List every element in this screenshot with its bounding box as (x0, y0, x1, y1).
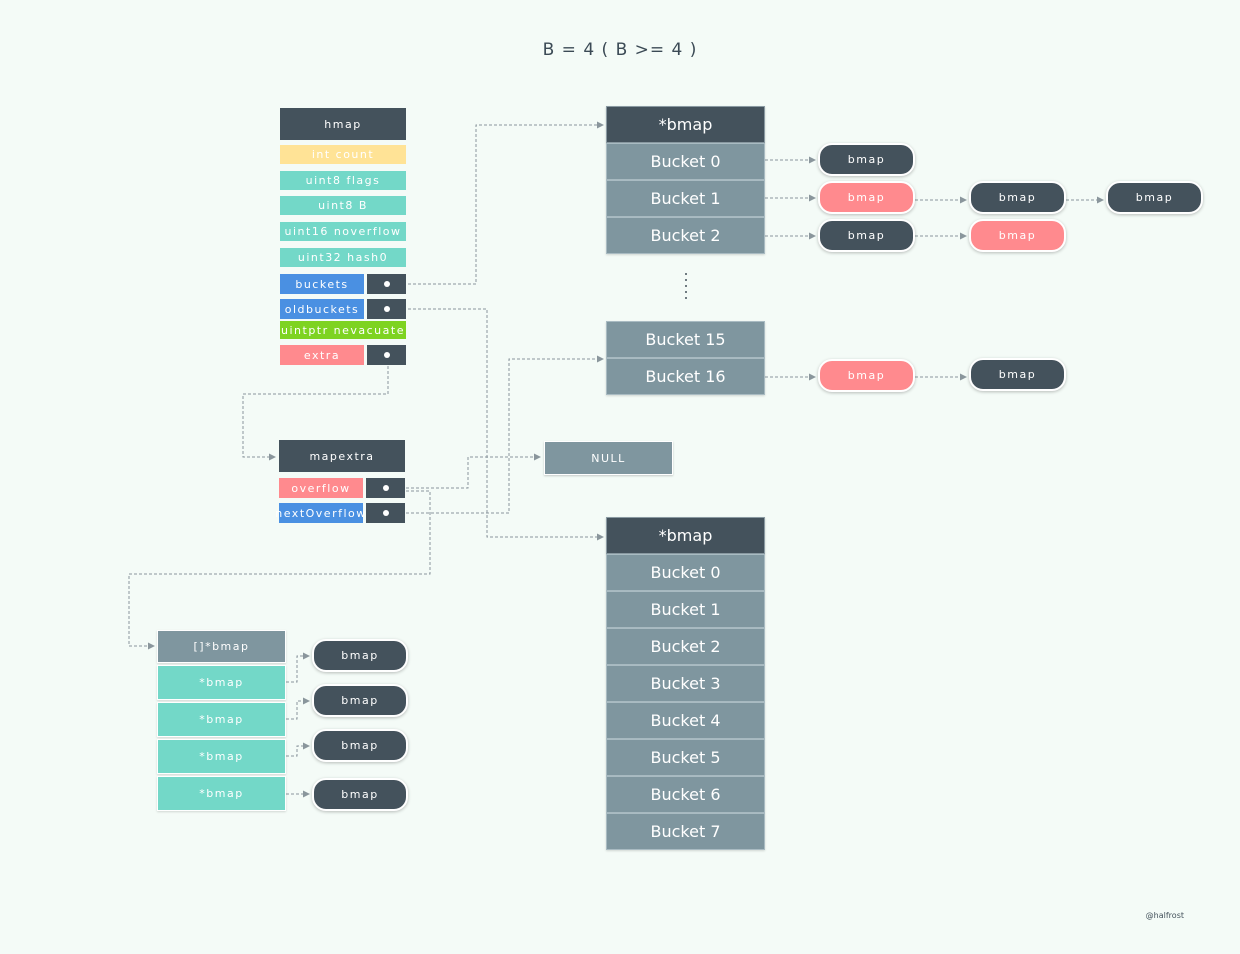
overflow-pointer (366, 478, 405, 498)
slice-arrow-1 (286, 652, 310, 683)
hmap-field-buckets: buckets (280, 274, 364, 294)
bmap-node: bmap (312, 729, 408, 762)
overflow-slice-arrow (128, 490, 431, 650)
hmap-field-flags: uint8 flags (280, 171, 406, 190)
slice-item: *bmap (157, 665, 286, 700)
hmap-field-oldbuckets: oldbuckets (280, 299, 364, 319)
extra-pointer (367, 345, 406, 365)
bucket-cell: Bucket 2 (606, 628, 765, 665)
oldbuckets-array-header: *bmap (606, 517, 765, 554)
bucket-cell: Bucket 0 (606, 143, 765, 180)
bmap-node: bmap (969, 219, 1066, 252)
bucket-cell: Bucket 1 (606, 180, 765, 217)
slice-item: *bmap (157, 776, 286, 811)
hmap-field-b: uint8 B (280, 196, 406, 215)
pointer-dot (383, 352, 390, 358)
extra-arrow (242, 356, 389, 461)
hmap-field-noverflow: uint16 noverflow (280, 222, 406, 241)
bmap-node: bmap (818, 219, 915, 252)
bmap-node: bmap (818, 181, 915, 214)
bucket-cell: Bucket 0 (606, 554, 765, 591)
bmap-node: bmap (1106, 181, 1203, 214)
bucket-cell: Bucket 15 (606, 321, 765, 358)
bucket-cell: Bucket 4 (606, 702, 765, 739)
bucket-cell: Bucket 1 (606, 591, 765, 628)
hmap-field-hash0: uint32 hash0 (280, 248, 406, 267)
mapextra-header: mapextra (279, 440, 405, 472)
bmap-node: bmap (312, 778, 408, 811)
hmap-field-nevacuate: uintptr nevacuate (280, 321, 406, 339)
bmap-node: bmap (818, 359, 915, 392)
bmap-node: bmap (969, 181, 1066, 214)
hmap-field-extra: extra (280, 345, 364, 365)
pointer-dot (383, 306, 390, 312)
nextoverflow-pointer (366, 503, 405, 523)
bmap-node: bmap (969, 358, 1066, 391)
mapextra-field-nextoverflow: nextOverflow (275, 503, 365, 523)
watermark: @halfrost (1145, 911, 1184, 920)
null-box: NULL (544, 441, 673, 475)
bucket-ellipsis (685, 273, 687, 299)
slice-item: *bmap (157, 702, 286, 737)
bucket-cell: Bucket 3 (606, 665, 765, 702)
slice-arrow-3 (286, 742, 310, 757)
oldbuckets-pointer (367, 299, 406, 319)
pointer-dot (382, 485, 389, 491)
slice-arrow-2 (286, 697, 310, 720)
nextoverflow-arrow (386, 355, 604, 514)
mapextra-field-overflow: overflow (279, 478, 363, 498)
diagram-title: B = 4 ( B >= 4 ) (542, 40, 698, 60)
bucket-cell: Bucket 16 (606, 358, 765, 395)
bucket-cell: Bucket 2 (606, 217, 765, 254)
buckets-pointer (367, 274, 406, 294)
bucket-cell: Bucket 6 (606, 776, 765, 813)
slice-item: *bmap (157, 739, 286, 774)
hmap-header: hmap (280, 108, 406, 140)
oldbuckets-arrow (388, 308, 604, 541)
bmap-node: bmap (312, 639, 408, 672)
buckets-array-header: *bmap (606, 106, 765, 143)
pointer-dot (382, 510, 389, 516)
overflow-null-arrow (386, 453, 541, 489)
bmap-node: bmap (818, 143, 915, 176)
pointer-dot (383, 281, 390, 287)
hmap-field-count: int count (280, 145, 406, 164)
bucket-cell: Bucket 5 (606, 739, 765, 776)
slice-header: []*bmap (157, 630, 286, 663)
bmap-node: bmap (312, 684, 408, 717)
buckets-arrow (388, 121, 604, 285)
bucket-cell: Bucket 7 (606, 813, 765, 850)
